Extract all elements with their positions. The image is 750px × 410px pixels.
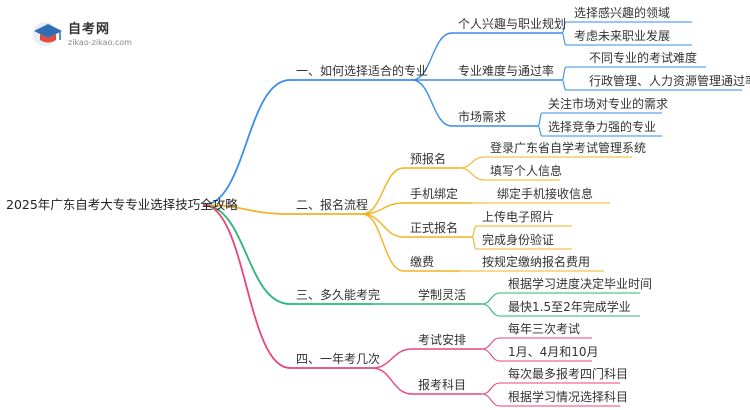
branch-3-label: 三、多久能考完 — [296, 287, 380, 302]
topic-1-2: 专业难度与通过率 — [458, 63, 554, 78]
leaf-3-1-2: 最快1.5至2年完成学业 — [508, 299, 631, 314]
edge-topic-leaf-4-1-2 — [481, 348, 501, 362]
mind-map-labels: 2025年广东自考大专专业选择技巧全攻略 一、如何选择适合的专业 二、报名流程 … — [6, 5, 750, 404]
topic-4-2: 报考科目 — [418, 377, 466, 392]
topic-1-1: 个人兴趣与职业规划 — [458, 16, 566, 31]
leaf-1-3-2: 选择竞争力强的专业 — [548, 119, 656, 134]
branch-2-label: 二、报名流程 — [296, 197, 368, 212]
logo-subtitle: zikao-zikao.com — [68, 38, 132, 47]
edge-branch-topic-2-4 — [361, 213, 405, 272]
edge-topic-leaf-2-3-2 — [471, 236, 477, 250]
edge-branch-topic-1-1 — [411, 32, 453, 81]
edge-root-branch-2 — [202, 204, 291, 215]
leaf-4-1-2: 1月、4月和10月 — [508, 345, 599, 359]
leaf-1-2-1: 不同专业的考试难度 — [589, 50, 697, 65]
leaf-1-1-2: 考虑未来职业发展 — [574, 28, 670, 43]
topic-2-3: 正式报名 — [410, 220, 458, 235]
edge-topic-leaf-4-2-2 — [481, 393, 501, 407]
edge-root-branch-3 — [202, 204, 291, 305]
edge-root-branch-4 — [202, 204, 291, 369]
leaf-3-1-1: 根据学习进度决定毕业时间 — [508, 276, 652, 291]
logo-title: 自考网 — [68, 22, 111, 37]
edge-branch-topic-4-2 — [371, 367, 413, 395]
edge-topic-leaf-4-1-1 — [481, 337, 501, 350]
mind-map-underlines — [290, 21, 742, 407]
site-logo: 自考网 zikao-zikao.com — [8, 14, 158, 54]
edge-topic-leaf-1-2-1 — [561, 66, 567, 81]
leaf-1-3-1: 关注市场对专业的需求 — [548, 96, 668, 111]
leaf-4-2-1: 每次最多报考四门科目 — [508, 366, 628, 381]
edge-branch-topic-2-1 — [361, 167, 405, 215]
leaf-2-2-1: 绑定手机接收信息 — [497, 186, 593, 201]
edge-topic-leaf-2-3-1 — [471, 225, 477, 238]
topic-1-3: 市场需求 — [458, 109, 506, 124]
leaf-1-2-2: 行政管理、人力资源管理通过率高 — [589, 73, 750, 88]
edge-topic-leaf-3-1-1 — [481, 292, 501, 305]
edge-branch-topic-4-1 — [371, 348, 413, 369]
leaf-2-1-1: 登录广东省自学考试管理系统 — [490, 140, 646, 155]
leaf-2-3-2: 完成身份验证 — [482, 232, 554, 247]
edge-branch-topic-2-2 — [361, 202, 405, 215]
edge-root-branch-1 — [202, 79, 291, 206]
edge-topic-leaf-1-1-2 — [561, 32, 567, 46]
edge-topic-leaf-1-2-2 — [561, 79, 567, 91]
topic-2-1: 预报名 — [410, 151, 446, 166]
branch-4-label: 四、一年考几次 — [296, 352, 380, 366]
edge-topic-leaf-1-3-1 — [537, 112, 543, 127]
topic-4-1: 考试安排 — [418, 332, 466, 347]
branch-1-label: 一、如何选择适合的专业 — [296, 63, 428, 78]
leaf-2-1-2: 填写个人信息 — [490, 163, 562, 178]
edge-topic-leaf-2-1-2 — [459, 167, 485, 181]
edge-topic-leaf-3-1-2 — [481, 303, 501, 317]
topic-3-1: 学制灵活 — [418, 287, 466, 302]
leaf-4-2-2: 根据学习情况选择科目 — [508, 389, 628, 404]
edge-branch-topic-2-3 — [361, 213, 405, 238]
edge-topic-leaf-2-1-1 — [459, 156, 485, 169]
leaf-1-1-1: 选择感兴趣的领域 — [574, 5, 670, 20]
edge-branch-topic-1-3 — [411, 79, 453, 127]
edge-topic-leaf-4-2-1 — [481, 382, 501, 395]
edge-topic-leaf-1-3-2 — [537, 125, 543, 137]
leaf-4-1-1: 每年三次考试 — [508, 321, 580, 336]
mind-map-edges — [202, 21, 567, 407]
leaf-2-3-1: 上传电子照片 — [482, 209, 554, 224]
topic-2-2: 手机绑定 — [410, 186, 458, 201]
root-topic: 2025年广东自考大专专业选择技巧全攻略 — [6, 197, 238, 212]
topic-2-4: 缴费 — [410, 254, 434, 269]
leaf-2-4-1: 按规定缴纳报名费用 — [482, 254, 590, 269]
graduation-cap-icon — [33, 22, 62, 46]
